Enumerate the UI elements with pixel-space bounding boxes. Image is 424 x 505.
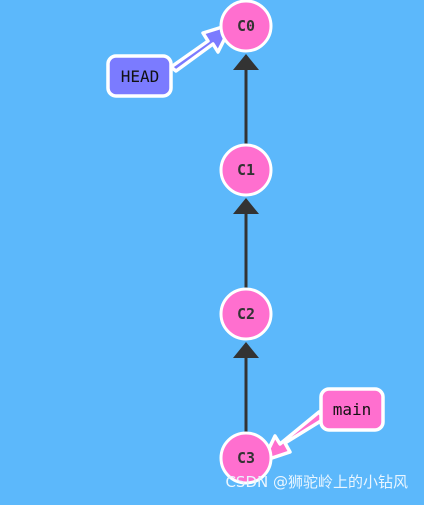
commit-node [219, 0, 273, 53]
ref-main[interactable]: main [261, 387, 385, 463]
head-ref-label: HEAD [121, 67, 160, 86]
commit-node [219, 431, 273, 485]
commit-node [219, 287, 273, 341]
commit-label: C0 [237, 17, 255, 35]
main-ref-label: main [333, 400, 372, 419]
commit-label: C3 [237, 449, 255, 467]
main-ref-box [319, 387, 385, 432]
arrowhead [233, 198, 259, 214]
commit-label: C1 [237, 161, 255, 179]
ref-head[interactable]: HEAD [106, 22, 234, 98]
watermark-text: CSDN @狮驼岭上的小钻风 [225, 473, 408, 491]
commit-c3[interactable]: C3 [219, 431, 273, 485]
commit-c1[interactable]: C1 [219, 143, 273, 197]
edge-c3-c2 [233, 342, 259, 434]
commit-node [219, 143, 273, 197]
arrowhead [233, 342, 259, 358]
commit-label: C2 [237, 305, 255, 323]
commit-c0[interactable]: C0 [219, 0, 273, 53]
edge-c1-c0 [233, 54, 259, 146]
edge-c2-c1 [233, 198, 259, 290]
arrowhead [233, 54, 259, 70]
head-ref-box [106, 54, 173, 98]
main-pointer-arrow [261, 410, 326, 463]
commit-c2[interactable]: C2 [219, 287, 273, 341]
